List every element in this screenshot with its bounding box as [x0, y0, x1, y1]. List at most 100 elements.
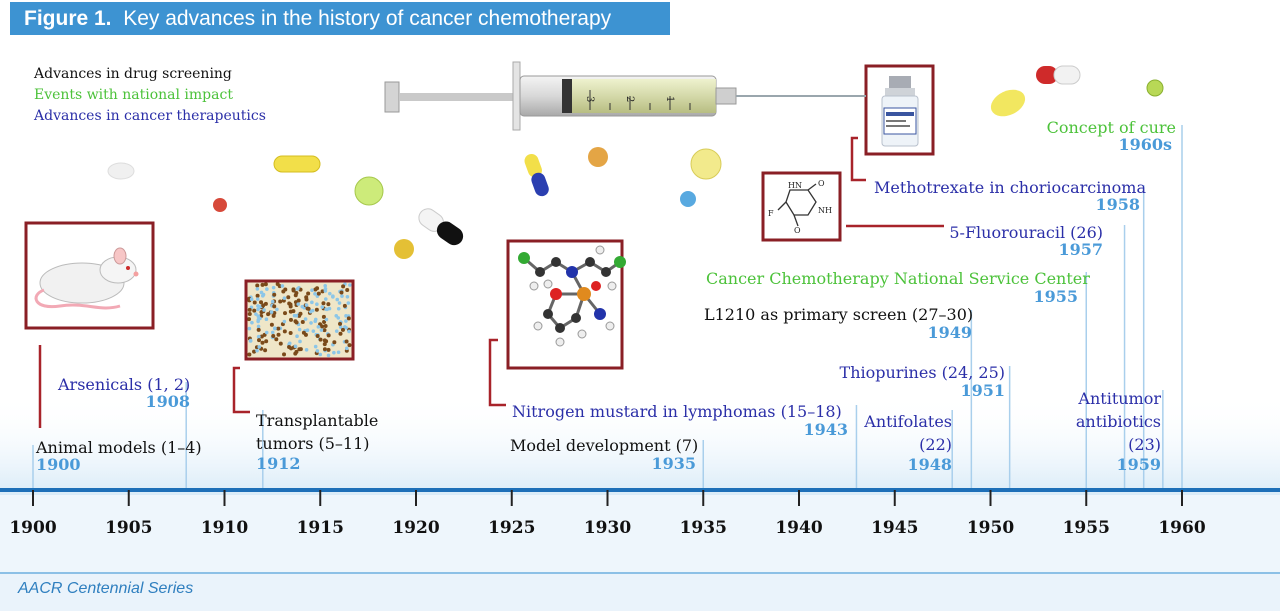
- axis-tick-label: 1900: [9, 518, 56, 538]
- micrograph-cell: [340, 294, 344, 298]
- event-year: 1955: [1033, 287, 1078, 306]
- micrograph-cell: [288, 317, 293, 322]
- micrograph-cell: [334, 313, 339, 318]
- event-label: tumors (5–11): [256, 434, 370, 453]
- micrograph-cell: [294, 313, 299, 318]
- micrograph-cell: [322, 328, 327, 333]
- timeline-shade: [0, 395, 1280, 495]
- micrograph-cell: [338, 331, 343, 336]
- micrograph-cell: [282, 329, 287, 334]
- micrograph-cell: [287, 301, 292, 306]
- micrograph-cell: [288, 309, 293, 314]
- micrograph-cell: [291, 287, 296, 292]
- micrograph-cell: [320, 289, 325, 294]
- micrograph-cell: [272, 292, 277, 297]
- micrograph-cell: [326, 302, 331, 307]
- micrograph-cell: [324, 317, 329, 322]
- micrograph-cell: [287, 341, 292, 346]
- micrograph-cell: [347, 343, 352, 348]
- micrograph-cell: [256, 324, 261, 329]
- event-label: Cancer Chemotherapy National Service Cen…: [706, 269, 1090, 288]
- micrograph-cell: [288, 331, 293, 336]
- micrograph-cell: [324, 307, 328, 312]
- capsule-yellow-icon: [273, 155, 321, 173]
- micrograph-cell: [313, 319, 318, 324]
- axis-tick-label: 1955: [1063, 518, 1110, 538]
- pill-blue-icon: [680, 191, 696, 207]
- event-year: 1957: [1058, 240, 1103, 259]
- pill-gold-icon: [394, 239, 414, 259]
- micrograph-cell: [346, 316, 351, 321]
- micrograph-cell: [255, 297, 260, 301]
- micrograph-cell: [260, 282, 265, 287]
- figure-label: Figure 1.: [24, 7, 112, 30]
- syringe-mark-2: 2: [624, 96, 635, 102]
- micrograph-cell: [276, 326, 281, 331]
- pill-lime-icon: [1146, 79, 1164, 97]
- micrograph-cell: [344, 314, 348, 318]
- micrograph-cell: [303, 317, 308, 321]
- axis-tick-label: 1950: [967, 518, 1014, 538]
- atom-o-bottom: O: [794, 226, 801, 235]
- axis-tick-label: 1925: [488, 518, 535, 538]
- micrograph-cell: [340, 327, 345, 332]
- rat-illustration: [24, 221, 155, 330]
- series-footer: AACR Centennial Series: [18, 580, 194, 597]
- micrograph-cell: [255, 287, 260, 291]
- micrograph-cell: [313, 291, 317, 296]
- micrograph-cell: [264, 339, 269, 344]
- micrograph-cell: [254, 312, 258, 316]
- micrograph-cell: [298, 311, 303, 316]
- axis-tick-label: 1935: [680, 518, 727, 538]
- micrograph-cell: [298, 339, 302, 344]
- micrograph-border: [244, 279, 355, 361]
- micrograph-cell: [320, 305, 325, 309]
- micrograph-cell: [323, 289, 328, 293]
- micrograph-cell: [286, 295, 291, 300]
- micrograph-cell: [283, 311, 288, 316]
- micrograph-cell: [293, 293, 298, 298]
- micrograph-cell: [309, 321, 313, 325]
- micrograph-cell: [326, 353, 331, 358]
- micrograph-cell: [273, 326, 277, 331]
- micrograph-cell: [275, 282, 280, 287]
- figure-title: Figure 1. Key advances in the history of…: [24, 7, 611, 31]
- event-label: (22): [919, 435, 952, 454]
- methotrexate-vial: [864, 64, 935, 156]
- micrograph-cell: [327, 306, 332, 311]
- micrograph-cell: [338, 325, 343, 329]
- tumor-tissue-micrograph-icon: [247, 282, 352, 358]
- event-year: 1949: [927, 323, 972, 342]
- micrograph-cell: [315, 286, 320, 291]
- micrograph-cell: [282, 296, 287, 300]
- micrograph-cell: [315, 349, 320, 353]
- micrograph-cell: [270, 330, 275, 335]
- axis-tick-label: 1945: [871, 518, 918, 538]
- micrograph-cell: [249, 297, 254, 302]
- micrograph-cell: [295, 286, 300, 291]
- micrograph-cell: [288, 304, 293, 309]
- micrograph-cell: [247, 352, 252, 357]
- event-year: 1948: [907, 455, 952, 474]
- axis-band: [0, 495, 1280, 572]
- molecule-image: [506, 239, 626, 370]
- event-connectors: [32, 125, 1183, 490]
- vial-connector: [850, 136, 866, 182]
- micrograph-cell: [247, 312, 252, 317]
- legend-item-national: Events with national impact: [34, 87, 233, 103]
- micrograph-cell: [250, 320, 254, 325]
- cyclophosphamide-molecule-icon: [518, 245, 626, 347]
- micrograph-cell: [247, 307, 252, 312]
- micrograph-cell: [261, 303, 266, 308]
- micrograph-cell: [322, 319, 327, 324]
- micrograph-cell: [346, 301, 351, 305]
- micrograph-cell: [335, 297, 340, 302]
- micrograph-cell: [293, 344, 298, 349]
- micrograph-cell: [343, 325, 347, 329]
- micrograph-cell: [334, 329, 339, 333]
- micrograph-cell: [300, 304, 305, 309]
- micrograph-cell: [337, 301, 342, 305]
- micrograph-cell: [247, 326, 252, 331]
